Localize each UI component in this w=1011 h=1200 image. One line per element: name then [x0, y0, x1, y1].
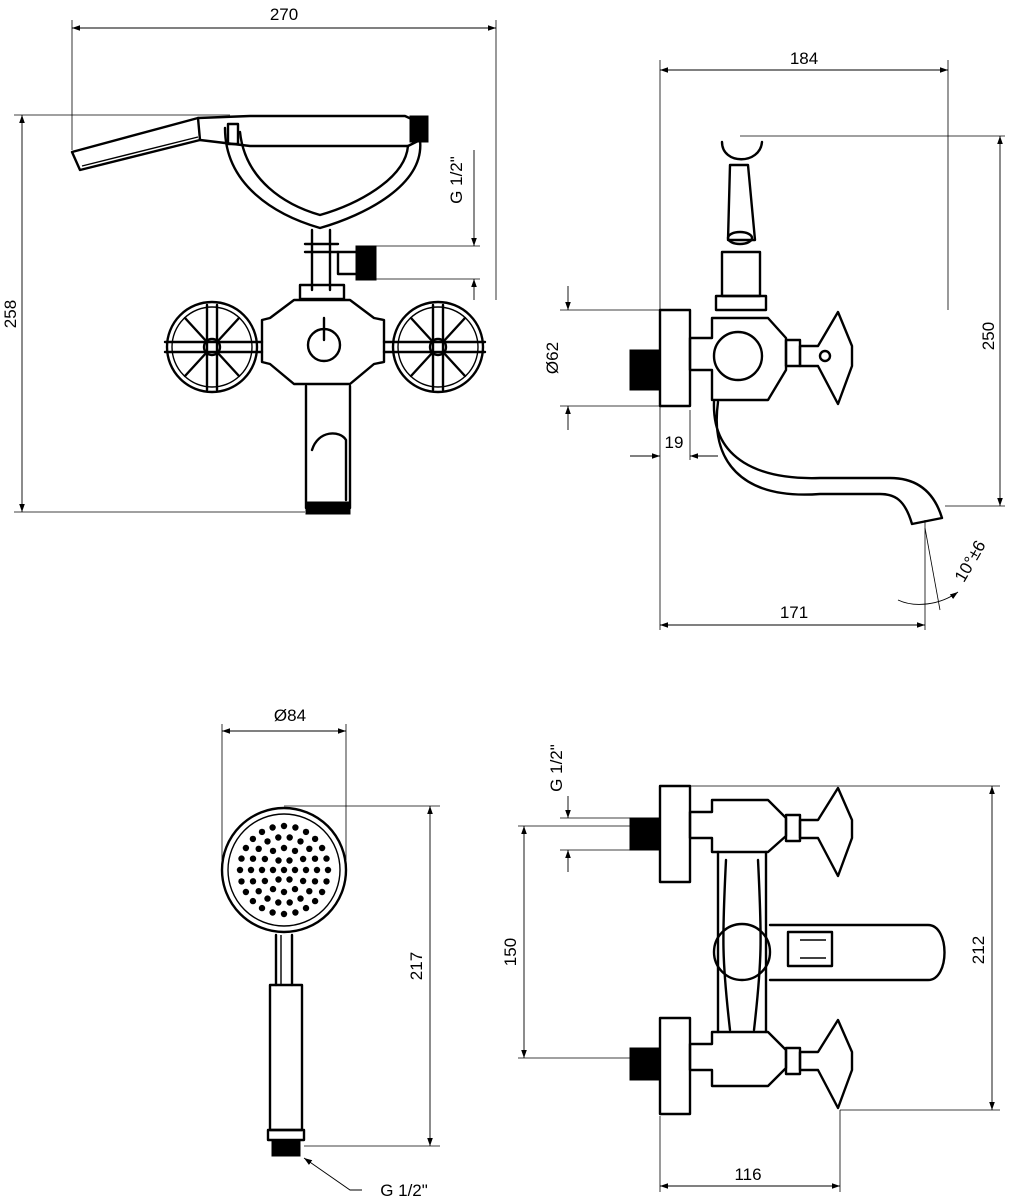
nozzle-dot [261, 855, 269, 863]
shower-length-label: 217 [407, 952, 426, 980]
nozzle-dot [280, 910, 288, 918]
nozzle-dot [306, 888, 313, 895]
side-view [560, 60, 1005, 630]
nozzle-dot [238, 878, 245, 885]
nozzle-dot [286, 834, 293, 841]
nozzle-dot [280, 844, 288, 852]
side-rosette-depth-label: 19 [665, 433, 684, 452]
nozzle-dot [255, 845, 262, 852]
nozzle-dot [269, 847, 277, 855]
nozzle-dot [297, 895, 304, 902]
side-height-label: 250 [979, 322, 998, 350]
nozzle-dot [323, 878, 330, 885]
nozzle-dot [318, 844, 326, 852]
nozzle-dot [311, 897, 319, 905]
nozzle-dot [236, 866, 244, 874]
nozzle-dot [311, 835, 319, 843]
nozzle-dot [269, 866, 277, 874]
side-rosette-label: Ø62 [543, 342, 562, 374]
nozzle-dot [275, 876, 282, 883]
hand-shower-view [220, 724, 440, 1191]
top-height-label: 212 [969, 936, 988, 964]
nozzle-dot [249, 878, 257, 885]
nozzle-dot [318, 888, 326, 896]
nozzle-dot [306, 845, 313, 852]
nozzle-dot [292, 909, 299, 916]
nozzle-dot [302, 866, 310, 874]
nozzle-dot [261, 877, 269, 885]
nozzle-dot [291, 847, 299, 855]
nozzle-dot [323, 855, 330, 862]
nozzle-dot [249, 855, 257, 862]
nozzle-dot [269, 824, 276, 831]
nozzle-dot [291, 866, 299, 874]
side-spout-reach-label: 171 [780, 603, 808, 622]
side-depth-label: 184 [790, 49, 818, 68]
side-spout-angle-label: 10°±6 [951, 537, 990, 585]
front-view [14, 20, 497, 515]
nozzle-dot [255, 888, 262, 895]
nozzle-dot [258, 904, 266, 912]
nozzle-dot [264, 895, 271, 902]
nozzle-dot [280, 866, 288, 874]
nozzle-dot [302, 904, 310, 912]
front-thread-label: G 1/2" [447, 156, 466, 204]
nozzle-dot [269, 909, 276, 916]
front-height-label: 258 [1, 300, 20, 328]
nozzle-dot [280, 822, 288, 830]
top-centers-label: 150 [501, 938, 520, 966]
front-width-label: 270 [270, 5, 298, 24]
nozzle-dot [302, 828, 310, 836]
shower-nozzles [236, 822, 332, 918]
nozzle-dot [258, 828, 266, 836]
shower-thread-label: G 1/2" [380, 1181, 428, 1200]
nozzle-dot [311, 855, 319, 862]
nozzle-dot [291, 885, 299, 893]
nozzle-dot [299, 855, 307, 863]
nozzle-dot [249, 835, 257, 843]
top-width-label: 116 [734, 1165, 761, 1184]
nozzle-dot [313, 866, 321, 874]
shower-diameter-label: Ø84 [274, 706, 306, 725]
nozzle-dot [275, 899, 282, 906]
nozzle-dot [247, 866, 255, 874]
nozzle-dot [269, 885, 277, 893]
nozzle-dot [324, 866, 332, 874]
nozzle-dot [311, 878, 319, 885]
nozzle-dot [264, 838, 271, 845]
nozzle-dot [297, 838, 304, 845]
nozzle-dot [280, 888, 288, 896]
nozzle-dot [286, 876, 293, 883]
top-view [518, 784, 1000, 1192]
nozzle-dot [249, 897, 257, 905]
nozzle-dot [238, 855, 245, 862]
nozzle-dot [242, 888, 250, 896]
nozzle-dot [242, 844, 250, 852]
nozzle-dot [258, 866, 266, 874]
nozzle-dot [299, 877, 307, 885]
top-thread-label: G 1/2" [547, 744, 566, 792]
nozzle-dot [286, 899, 293, 906]
nozzle-dot [292, 824, 299, 831]
nozzle-dot [275, 834, 282, 841]
nozzle-dot [286, 857, 293, 864]
nozzle-dot [275, 857, 282, 864]
